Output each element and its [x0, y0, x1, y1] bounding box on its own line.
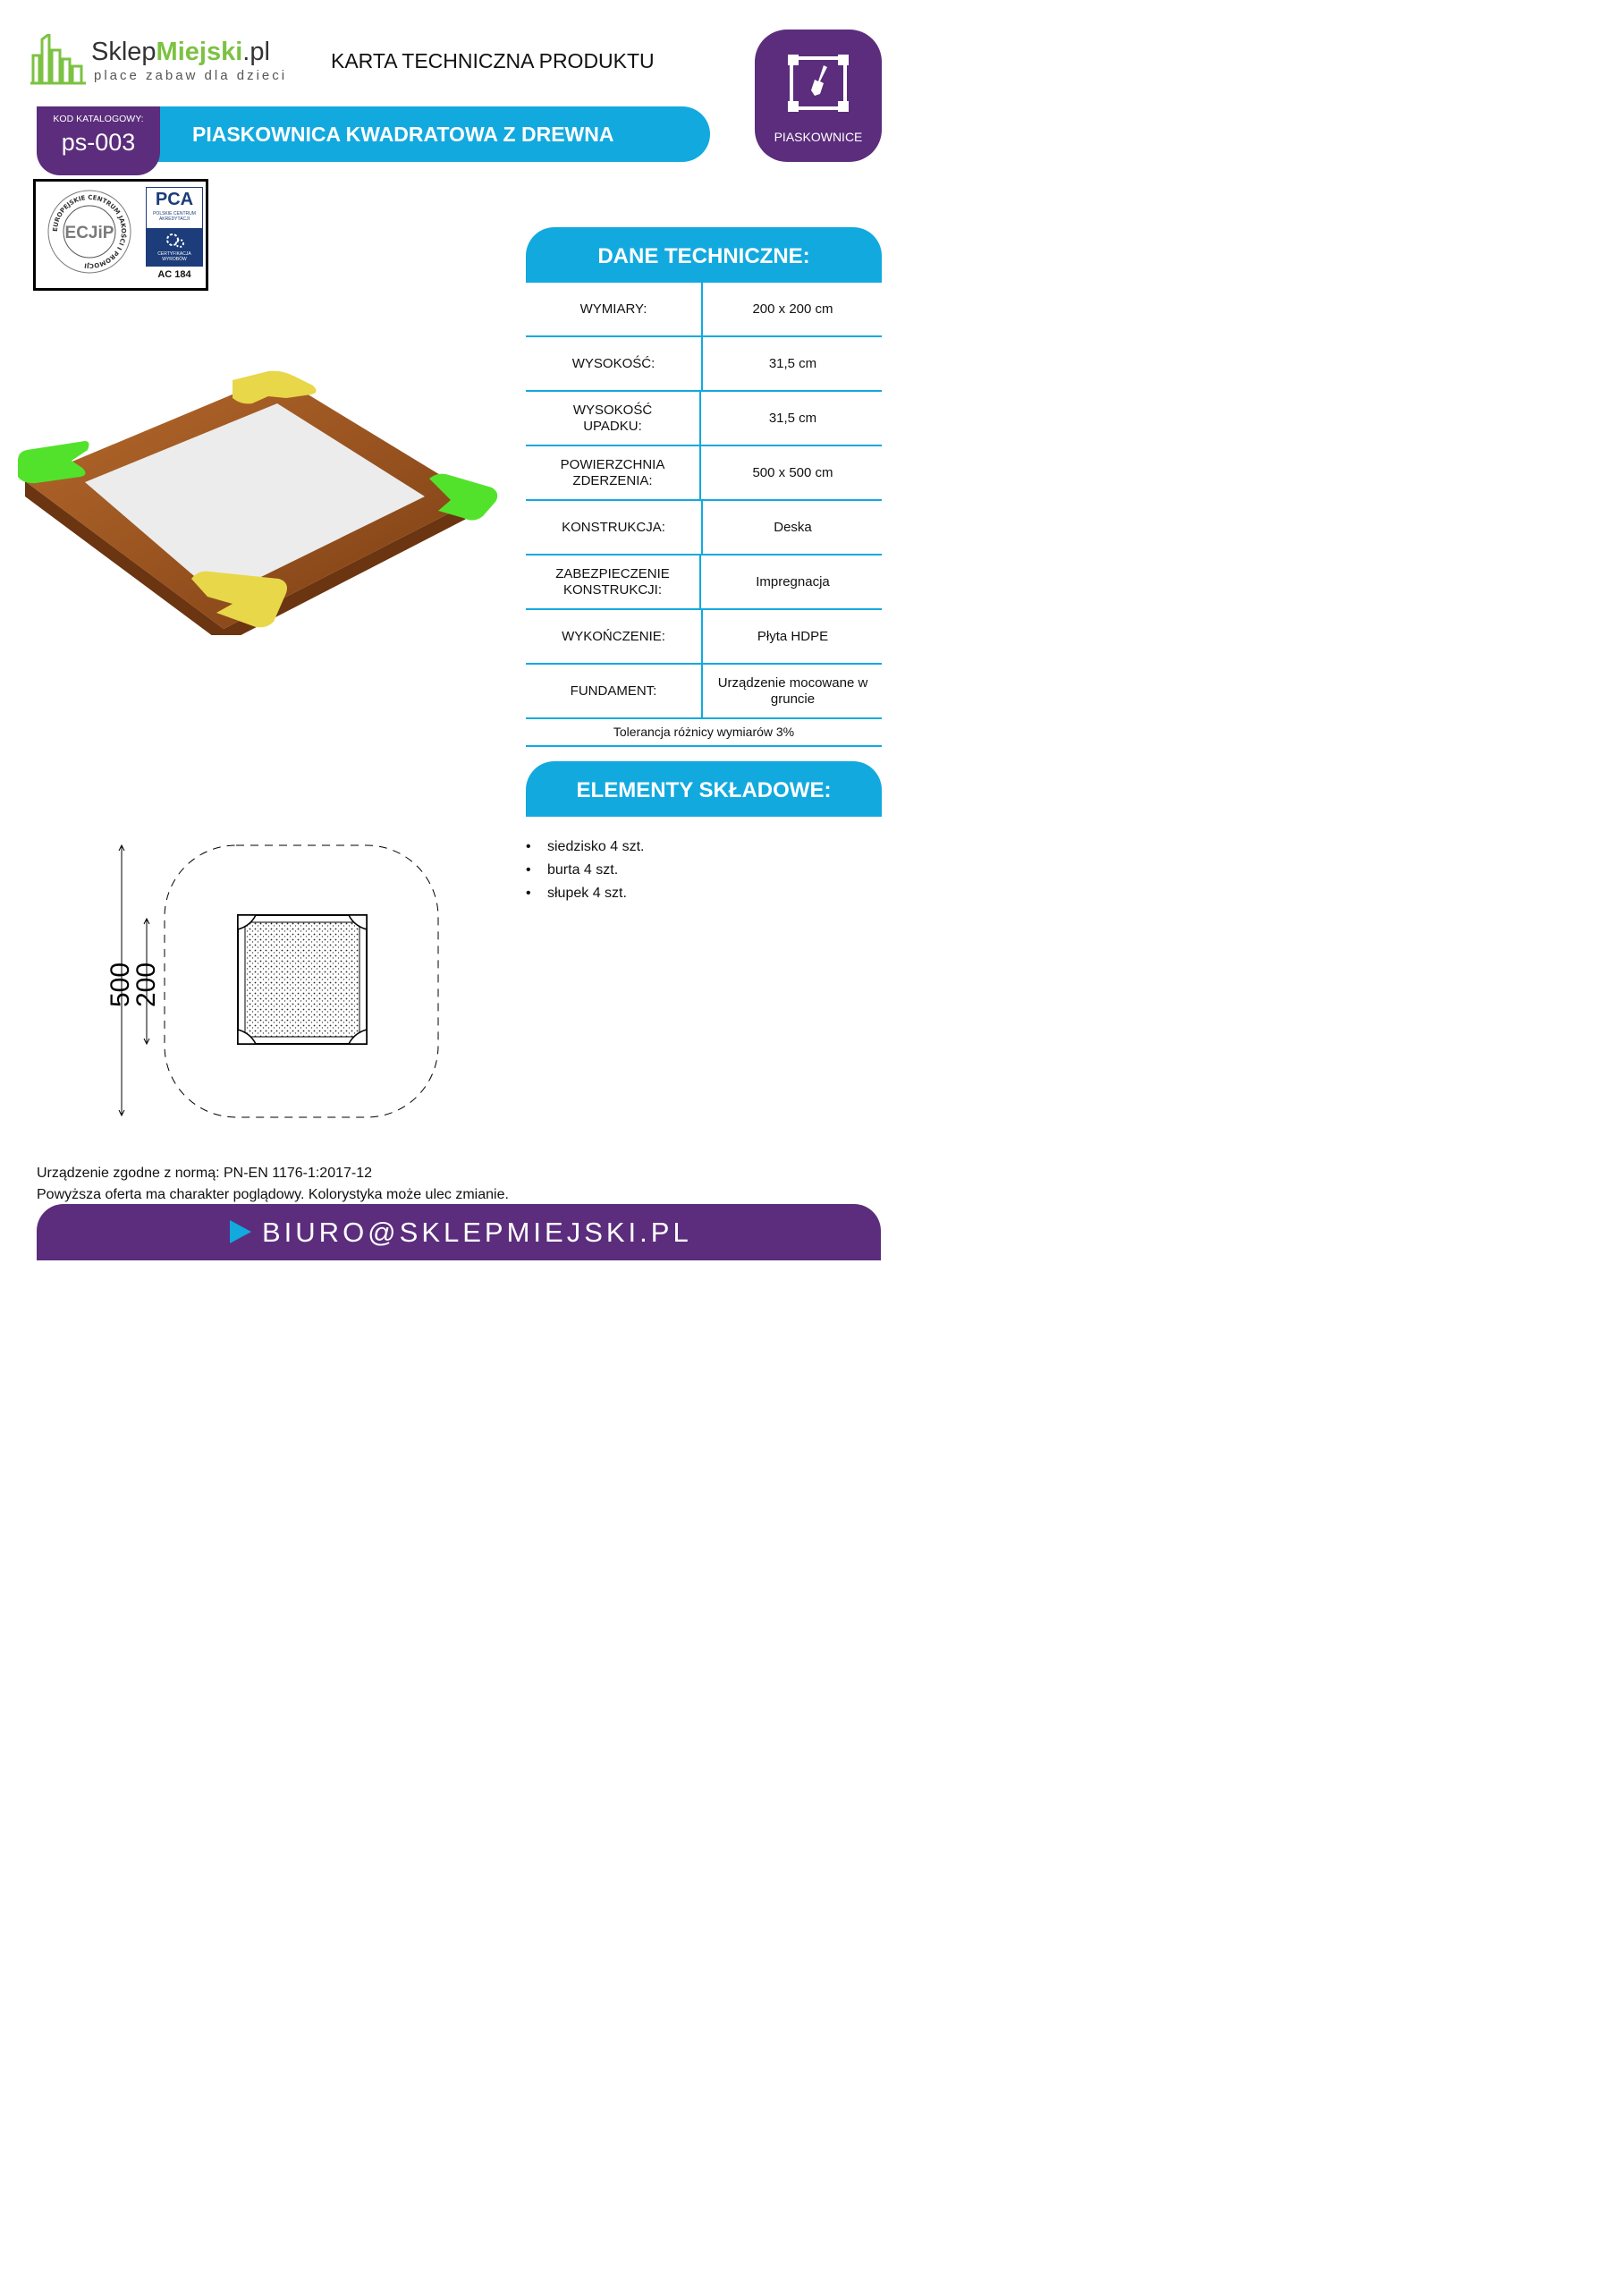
brand-logo: SklepMiejski.pl place zabaw dla dzieci [30, 34, 290, 88]
tech-label: ZABEZPIECZENIE KONSTRUKCJI: [526, 556, 701, 608]
table-row: FUNDAMENT: Urządzenie mocowane w gruncie [526, 665, 882, 719]
certificates-box: EUROPEJSKIE CENTRUM JAKOŚCI I PROMOCJI E… [33, 179, 208, 291]
tech-value: 31,5 cm [768, 410, 817, 426]
tech-label: WYSOKOŚĆ UPADKU: [526, 392, 701, 445]
norm-note: Urządzenie zgodne z normą: PN-EN 1176-1:… [37, 1166, 373, 1181]
tech-value: Urządzenie mocowane w gruncie [717, 674, 868, 707]
outer-dimension-label: 500 [106, 963, 135, 1007]
tech-value: Płyta HDPE [757, 628, 829, 644]
catalog-code-label: KOD KATALOGOWY: [53, 114, 144, 124]
pca-cert-line2: WYROBÓW [162, 257, 187, 262]
table-row: ZABEZPIECZENIE KONSTRUKCJI: Impregnacja [526, 556, 882, 610]
pca-code: AC 184 [157, 269, 191, 280]
inner-dimension-label: 200 [131, 963, 161, 1007]
category-badge: PIASKOWNICE [755, 30, 882, 162]
footer-bar: BIURO@SKLEPMIEJSKI.PL [37, 1204, 881, 1260]
list-item: słupek 4 szt. [526, 882, 866, 905]
logo-tagline: place zabaw dla dzieci [94, 68, 288, 83]
tech-value: 200 x 200 cm [752, 301, 833, 317]
top-view-drawing: 500 200 [106, 844, 439, 1118]
ecjip-seal: EUROPEJSKIE CENTRUM JAKOŚCI I PROMOCJI E… [47, 190, 131, 274]
gears-icon [166, 233, 184, 248]
tech-value: 31,5 cm [768, 355, 817, 371]
tech-label: WYKOŃCZENIE: [526, 610, 703, 663]
document-title: KARTA TECHNICZNA PRODUKTU [331, 49, 655, 72]
table-row: KONSTRUKCJA: Deska [526, 501, 882, 556]
logo-wordmark: SklepMiejski.pl [91, 38, 270, 66]
category-label: PIASKOWNICE [774, 130, 863, 144]
city-buildings-icon [30, 34, 86, 85]
tech-value: Impregnacja [756, 573, 830, 589]
table-row: WYSOKOŚĆ: 31,5 cm [526, 337, 882, 392]
tech-data-table: WYMIARY: 200 x 200 cm WYSOKOŚĆ: 31,5 cm … [526, 283, 882, 719]
disclaimer-note: Powyższa oferta ma charakter poglądowy. … [37, 1187, 509, 1202]
catalog-code: ps-003 [61, 129, 136, 156]
pca-logo: PCA [155, 190, 194, 209]
product-name: PIASKOWNICA KWADRATOWA Z DREWNA [192, 123, 614, 146]
pca-line1: POLSKIE CENTRUM [153, 211, 196, 216]
tech-label: WYSOKOŚĆ: [526, 337, 703, 390]
components-list: siedzisko 4 szt. burta 4 szt. słupek 4 s… [526, 835, 866, 905]
contact-email-link[interactable]: BIURO@SKLEPMIEJSKI.PL [262, 1217, 692, 1248]
tech-label: WYMIARY: [526, 283, 703, 335]
tech-label: POWIERZCHNIA ZDERZENIA: [526, 446, 701, 499]
product-header: PIASKOWNICA KWADRATOWA Z DREWNA [130, 106, 710, 162]
catalog-code-box: KOD KATALOGOWY: ps-003 [37, 106, 160, 175]
pca-cert-line1: CERTYFIKACJA [157, 251, 191, 257]
sandbox-product-image [18, 370, 498, 635]
components-heading: ELEMENTY SKŁADOWE: [526, 761, 882, 817]
tolerance-note: Tolerancja różnicy wymiarów 3% [526, 718, 882, 747]
tech-value: 500 x 500 cm [752, 464, 833, 480]
table-row: WYKOŃCZENIE: Płyta HDPE [526, 610, 882, 665]
tech-label: FUNDAMENT: [526, 665, 703, 717]
pca-line2: AKREDYTACJI [158, 216, 190, 222]
svg-text:ECJiP: ECJiP [65, 224, 114, 242]
sandbox-shovel-icon [788, 55, 849, 112]
table-row: POWIERZCHNIA ZDERZENIA: 500 x 500 cm [526, 446, 882, 501]
table-row: WYMIARY: 200 x 200 cm [526, 283, 882, 337]
tech-data-heading: DANE TECHNICZNE: [526, 227, 882, 283]
list-item: siedzisko 4 szt. [526, 835, 866, 859]
tech-label: KONSTRUKCJA: [526, 501, 703, 554]
table-row: WYSOKOŚĆ UPADKU: 31,5 cm [526, 392, 882, 446]
tech-value: Deska [774, 519, 812, 535]
play-arrow-icon [230, 1220, 251, 1243]
list-item: burta 4 szt. [526, 859, 866, 882]
